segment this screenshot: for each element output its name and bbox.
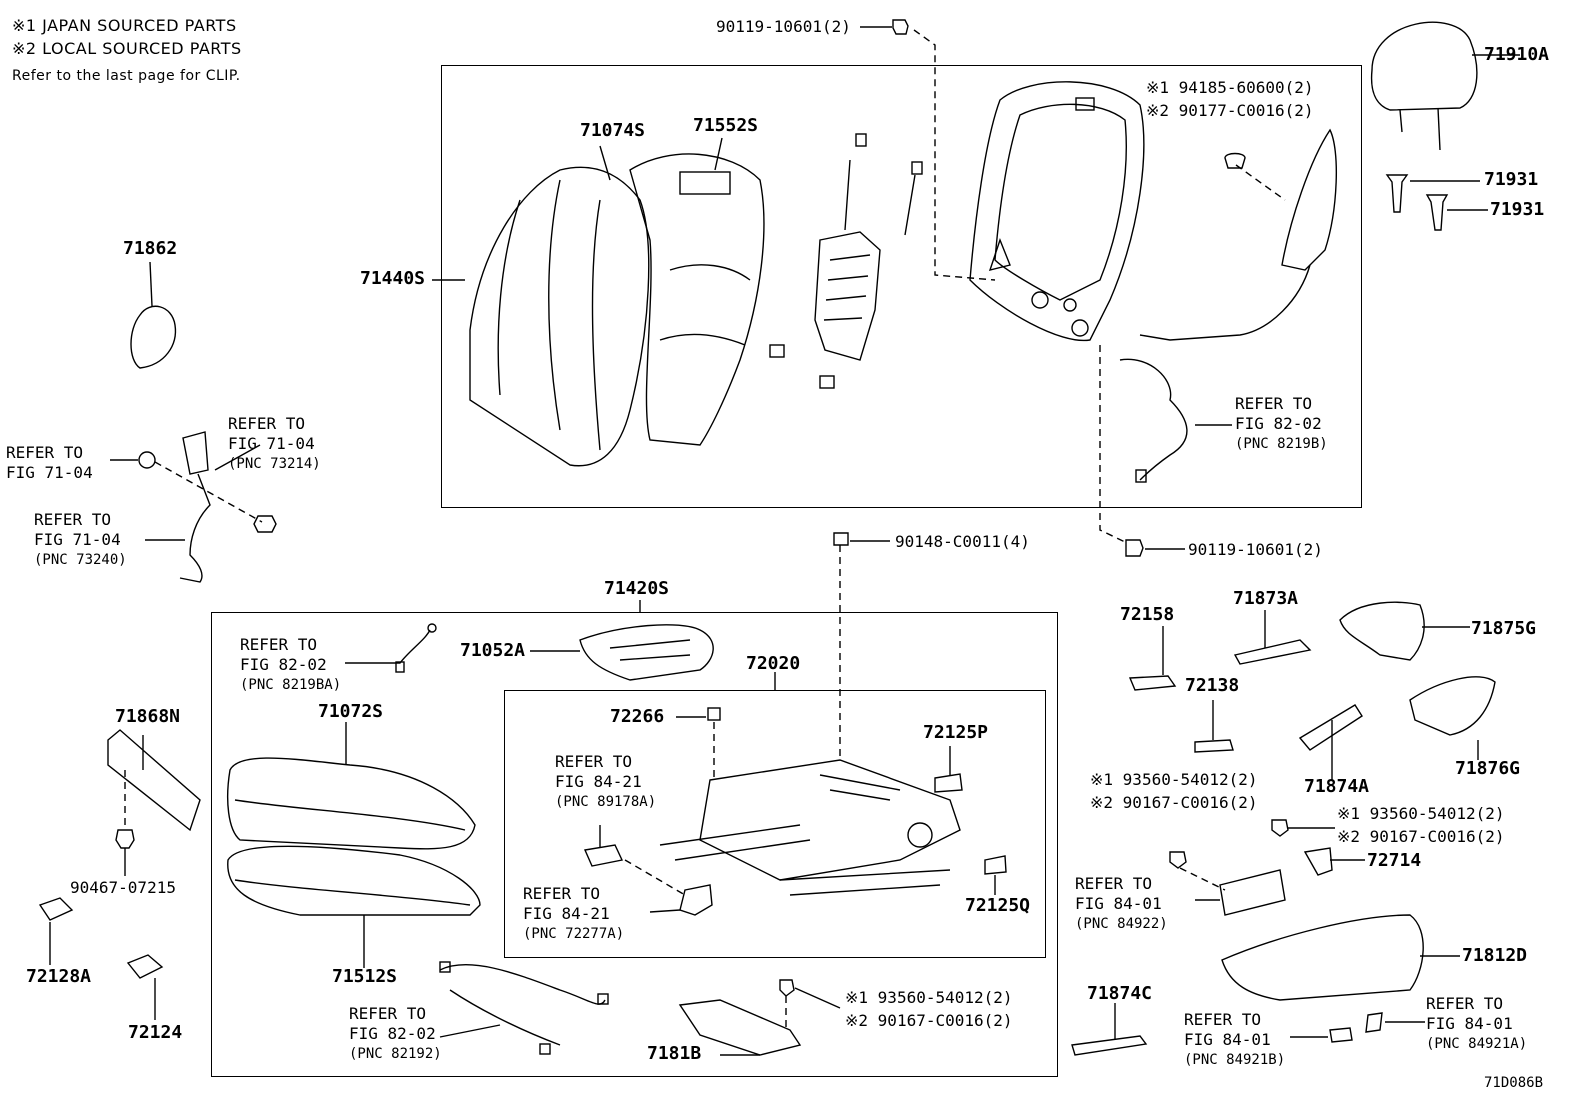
part-label-71910A[interactable]: 71910A (1484, 44, 1550, 65)
refer-to-text: REFER TO (555, 752, 633, 771)
legend-local-sourced: ※2 LOCAL SOURCED PARTS (12, 39, 242, 58)
pnc-ref: (PNC 84922) (1075, 916, 1168, 932)
part-number-local-90167[interactable]: ※2 90167-C0016(2) (1090, 793, 1258, 812)
refer-to-fig-71-04-pnc-73240[interactable]: REFER TO FIG 71-04 (PNC 73240) (34, 510, 127, 570)
part-number-bolt-right[interactable]: 90119-10601(2) (1188, 540, 1323, 559)
figure-ref: FIG 84-01 (1184, 1030, 1271, 1049)
part-label-72714[interactable]: 72714 (1367, 850, 1422, 871)
figure-ref: FIG 71-04 (228, 434, 315, 453)
part-label-71552S[interactable]: 71552S (693, 115, 759, 136)
part-label-71876G[interactable]: 71876G (1455, 758, 1521, 779)
part-label-71072S[interactable]: 71072S (318, 701, 384, 722)
part-label-71873A[interactable]: 71873A (1233, 588, 1299, 609)
part-number-local-90167[interactable]: ※2 90167-C0016(2) (1337, 827, 1505, 846)
figure-ref: FIG 82-02 (1235, 414, 1322, 433)
part-label-7181B[interactable]: 7181B (647, 1043, 702, 1064)
part-label-71874A[interactable]: 71874A (1304, 776, 1370, 797)
diagram-code: 71D086B (1484, 1075, 1544, 1091)
part-label-71512S[interactable]: 71512S (332, 966, 398, 987)
refer-to-text: REFER TO (1075, 874, 1153, 893)
refer-to-fig-84-21-pnc-89178A[interactable]: REFER TO FIG 84-21 (PNC 89178A) (555, 752, 656, 812)
part-number-japan-93560[interactable]: ※1 93560-54012(2) (1090, 770, 1258, 789)
refer-to-fig-71-04[interactable]: REFER TO FIG 71-04 (6, 443, 93, 483)
pnc-ref: (PNC 73214) (228, 456, 321, 472)
refer-to-text: REFER TO (349, 1004, 427, 1023)
part-label-71875G[interactable]: 71875G (1471, 618, 1537, 639)
refer-to-fig-84-01-pnc-84921A[interactable]: REFER TO FIG 84-01 (PNC 84921A) (1426, 994, 1527, 1054)
part-label-71420S[interactable]: 71420S (604, 578, 670, 599)
legend-japan-sourced: ※1 JAPAN SOURCED PARTS (12, 16, 237, 35)
part-label-71052A[interactable]: 71052A (460, 640, 526, 661)
pnc-ref: (PNC 8219BA) (240, 677, 342, 693)
part-number-local-90167[interactable]: ※2 90167-C0016(2) (845, 1011, 1013, 1030)
figure-ref: FIG 71-04 (34, 530, 121, 549)
part-number-bolt-top[interactable]: 90119-10601(2) (716, 17, 851, 36)
figure-ref: FIG 84-01 (1075, 894, 1162, 913)
part-label-71074S[interactable]: 71074S (580, 120, 646, 141)
seat-cushion-group-box (211, 612, 1058, 1077)
figure-ref: FIG 82-02 (349, 1024, 436, 1043)
refer-to-fig-82-02-pnc-82192[interactable]: REFER TO FIG 82-02 (PNC 82192) (349, 1004, 442, 1064)
figure-ref: FIG 82-02 (240, 655, 327, 674)
part-number-japan-93560[interactable]: ※1 93560-54012(2) (845, 988, 1013, 1007)
refer-to-text: REFER TO (523, 884, 601, 903)
pnc-ref: (PNC 72277A) (523, 926, 625, 942)
pnc-ref: (PNC 8219B) (1235, 436, 1328, 452)
part-number-local-90177[interactable]: ※2 90177-C0016(2) (1146, 101, 1314, 120)
refer-to-text: REFER TO (1235, 394, 1313, 413)
pnc-ref: (PNC 84921A) (1426, 1036, 1528, 1052)
part-label-71868N[interactable]: 71868N (115, 706, 181, 727)
part-label-72138[interactable]: 72138 (1185, 675, 1240, 696)
refer-to-text: REFER TO (6, 443, 84, 462)
clip-note: Refer to the last page for CLIP. (12, 68, 241, 84)
refer-to-fig-84-21-pnc-72277A[interactable]: REFER TO FIG 84-21 (PNC 72277A) (523, 884, 624, 944)
pnc-ref: (PNC 84921B) (1184, 1052, 1286, 1068)
part-label-71812D[interactable]: 71812D (1462, 945, 1528, 966)
part-label-72124[interactable]: 72124 (128, 1022, 183, 1043)
part-number-clip-90467[interactable]: 90467-07215 (70, 878, 176, 897)
refer-to-text: REFER TO (1426, 994, 1504, 1013)
refer-to-fig-71-04-pnc-73214[interactable]: REFER TO FIG 71-04 (PNC 73214) (228, 414, 321, 474)
pnc-ref: (PNC 82192) (349, 1046, 442, 1062)
part-label-71862[interactable]: 71862 (123, 238, 178, 259)
refer-to-text: REFER TO (34, 510, 112, 529)
refer-to-text: REFER TO (1184, 1010, 1262, 1029)
part-label-72266[interactable]: 72266 (610, 706, 665, 727)
pnc-ref: (PNC 73240) (34, 552, 127, 568)
refer-to-text: REFER TO (240, 635, 318, 654)
part-number-japan-94185[interactable]: ※1 94185-60600(2) (1146, 78, 1314, 97)
part-number-japan-93560[interactable]: ※1 93560-54012(2) (1337, 804, 1505, 823)
part-label-71440S[interactable]: 71440S (360, 268, 426, 289)
part-label-72125Q[interactable]: 72125Q (965, 895, 1031, 916)
refer-to-fig-84-01-pnc-84921B[interactable]: REFER TO FIG 84-01 (PNC 84921B) (1184, 1010, 1285, 1070)
seat-track-group-box (504, 690, 1046, 958)
part-number-bolt-mid[interactable]: 90148-C0011(4) (895, 532, 1030, 551)
pnc-ref: (PNC 89178A) (555, 794, 657, 810)
refer-to-text: REFER TO (228, 414, 306, 433)
headrest-drawing (1370, 21, 1520, 151)
part-label-71874C[interactable]: 71874C (1087, 983, 1153, 1004)
refer-to-fig-84-01-pnc-84922[interactable]: REFER TO FIG 84-01 (PNC 84922) (1075, 874, 1168, 934)
refer-to-fig-82-02-pnc-8219BA[interactable]: REFER TO FIG 82-02 (PNC 8219BA) (240, 635, 341, 695)
refer-to-fig-82-02-pnc-8219B[interactable]: REFER TO FIG 82-02 (PNC 8219B) (1235, 394, 1328, 454)
part-label-72020[interactable]: 72020 (746, 653, 801, 674)
part-label-71931[interactable]: 71931 (1484, 169, 1539, 190)
part-label-72158[interactable]: 72158 (1120, 604, 1175, 625)
part-label-72128A[interactable]: 72128A (26, 966, 92, 987)
part-label-71931[interactable]: 71931 (1490, 199, 1545, 220)
figure-ref: FIG 71-04 (6, 463, 93, 482)
figure-ref: FIG 84-21 (555, 772, 642, 791)
seatback-group-box (441, 65, 1362, 508)
part-label-72125P[interactable]: 72125P (923, 722, 989, 743)
figure-ref: FIG 84-01 (1426, 1014, 1513, 1033)
figure-ref: FIG 84-21 (523, 904, 610, 923)
